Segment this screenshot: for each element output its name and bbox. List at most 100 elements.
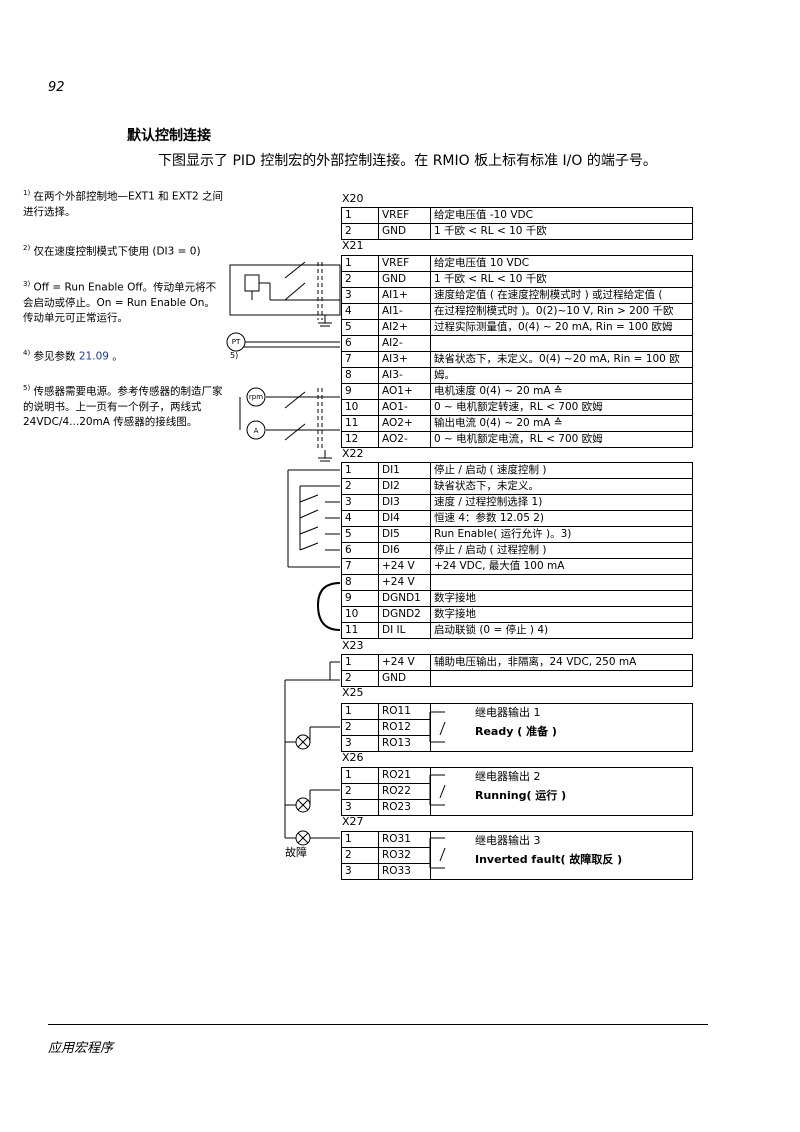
terminal-number: 2 <box>341 223 379 240</box>
terminal-block-label: X21 <box>342 239 364 252</box>
terminal-number: 6 <box>341 335 379 352</box>
terminal-signal: GND <box>378 271 431 288</box>
relay-output-state: Running( 运行 ) <box>475 789 567 802</box>
terminal-description: 输出电流 0(4) ~ 20 mA ≙ <box>430 415 693 432</box>
pt-sensor-icon <box>226 332 246 352</box>
terminal-description <box>430 574 693 591</box>
terminal-description: 0 ~ 电机额定转速，RL < 700 欧姆 <box>430 399 693 416</box>
terminal-description: 给定电压值 -10 VDC <box>430 207 693 224</box>
footnote-mark: 3) <box>23 280 31 288</box>
terminal-signal: RO31 <box>378 831 431 848</box>
terminal-description: 电机速度 0(4) ~ 20 mA ≙ <box>430 383 693 400</box>
terminal-number: 3 <box>341 863 379 880</box>
terminal-description: 数字接地 <box>430 590 693 607</box>
terminal-description: 辅助电压输出，非隔离，24 VDC, 250 mA <box>430 654 693 671</box>
terminal-number: 7 <box>341 558 379 575</box>
terminal-signal: +24 V <box>378 654 431 671</box>
terminal-description: 速度给定值 ( 在速度控制模式时 ) 或过程给定值 ( <box>430 287 693 304</box>
footnote-text: 传感器需要电源。参考传感器的制造厂家的说明书。上一页有一个例子，两线式 24VD… <box>23 385 223 428</box>
terminal-description <box>430 670 693 687</box>
terminal-description: 停止 / 启动 ( 速度控制 ) <box>430 462 693 479</box>
rpm-meter-icon <box>246 387 266 407</box>
terminal-signal: GND <box>378 223 431 240</box>
terminal-signal: RO21 <box>378 767 431 784</box>
terminal-signal: AI1- <box>378 303 431 320</box>
table-row: 7+24 V+24 VDC, 最大值 100 mA <box>341 558 693 575</box>
footnote-mark: 2) <box>23 244 31 252</box>
potentiometer-icon <box>244 274 260 292</box>
footnote-mark: 1) <box>23 189 31 197</box>
terminal-number: 2 <box>341 719 379 736</box>
footer-divider <box>48 1024 708 1025</box>
terminal-signal: DI6 <box>378 542 431 559</box>
terminal-signal: AI3+ <box>378 351 431 368</box>
footnote-text: 参见参数 <box>30 350 79 363</box>
terminal-number: 5 <box>341 526 379 543</box>
terminal-number: 4 <box>341 303 379 320</box>
terminal-block-label: X25 <box>342 686 364 699</box>
footnote-mark: 4) <box>23 349 31 357</box>
terminal-signal: RO13 <box>378 735 431 752</box>
terminal-number: 1 <box>341 462 379 479</box>
ammeter-label: A <box>254 427 259 435</box>
lamp-icon <box>295 797 311 813</box>
terminal-description: 停止 / 启动 ( 过程控制 ) <box>430 542 693 559</box>
terminal-number: 5 <box>341 319 379 336</box>
terminal-signal: AI3- <box>378 367 431 384</box>
parameter-link[interactable]: 21.09 <box>78 350 109 363</box>
footnote-5: 5) 传感器需要电源。参考传感器的制造厂家的说明书。上一页有一个例子，两线式 2… <box>23 381 223 430</box>
terminal-signal: DI3 <box>378 494 431 511</box>
terminal-block-label: X22 <box>342 447 364 460</box>
terminal-signal: RO32 <box>378 847 431 864</box>
terminal-signal: DI5 <box>378 526 431 543</box>
fault-label: 故障 <box>285 845 307 859</box>
terminal-signal: GND <box>378 670 431 687</box>
terminal-number: 3 <box>341 799 379 816</box>
relay-output-title: 继电器输出 2 <box>475 770 541 783</box>
footnote-text: Off = Run Enable Off。传动单元将不会启动或停止。On = R… <box>23 281 217 324</box>
terminal-number: 3 <box>341 287 379 304</box>
terminal-number: 9 <box>341 383 379 400</box>
terminal-signal: DGND1 <box>378 590 431 607</box>
terminal-number: 8 <box>341 367 379 384</box>
terminal-block-label: X23 <box>342 639 364 652</box>
terminal-number: 3 <box>341 735 379 752</box>
terminal-signal: VREF <box>378 255 431 272</box>
footnote-text: 在两个外部控制地—EXT1 和 EXT2 之间进行选择。 <box>23 190 224 218</box>
relay-output-title: 继电器输出 3 <box>475 834 541 847</box>
relay-output-state: Inverted fault( 故障取反 ) <box>475 853 623 866</box>
terminal-signal: VREF <box>378 207 431 224</box>
terminal-number: 1 <box>341 831 379 848</box>
lamp-icon <box>295 734 311 750</box>
page-number: 92 <box>48 80 65 95</box>
terminal-description: 1 千欧 < RL < 10 千欧 <box>430 271 693 288</box>
terminal-number: 2 <box>341 271 379 288</box>
terminal-number: 10 <box>341 399 379 416</box>
terminal-number: 1 <box>341 767 379 784</box>
terminal-number: 2 <box>341 478 379 495</box>
terminal-number: 1 <box>341 654 379 671</box>
terminal-description: 启动联锁 (0 = 停止 ) 4) <box>430 622 693 639</box>
terminal-description: 缺省状态下，未定义。0(4) ~20 mA, Rin = 100 欧 <box>430 351 693 368</box>
